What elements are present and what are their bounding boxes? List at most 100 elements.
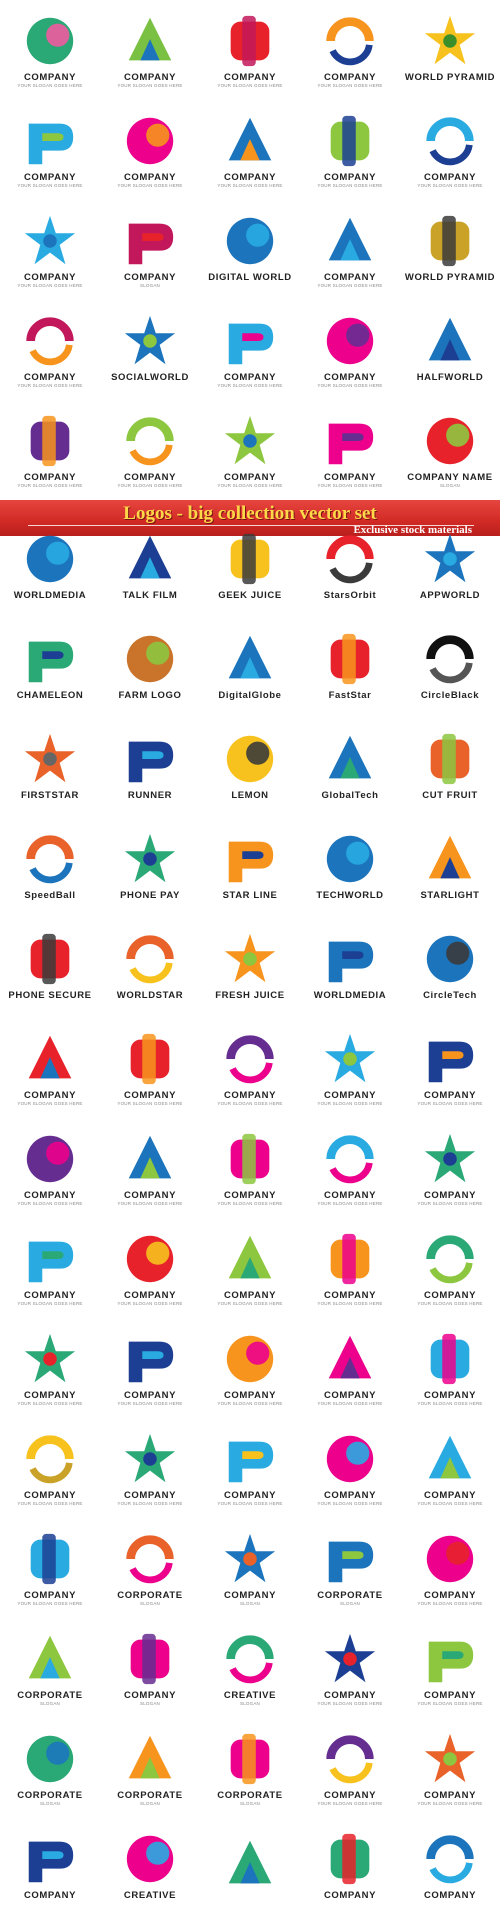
recycle-cross-icon <box>124 1433 176 1482</box>
logo-tile: FIRSTSTAR <box>0 718 100 818</box>
logo-tile: STAR LINE <box>200 818 300 918</box>
logo-caption: WORLDSTAR <box>116 989 184 1001</box>
logo-caption: STARLIGHT <box>420 889 480 901</box>
family-heart-icon <box>130 1633 170 1684</box>
logo-tile: TECHWORLD <box>300 818 400 918</box>
logo-caption: COMPANY <box>23 1889 77 1901</box>
logo-tile: APPWORLD <box>400 518 500 618</box>
flower-people-icon <box>230 1733 270 1784</box>
logo-caption: STAR LINE <box>222 889 278 901</box>
logo-caption: HALFWORLD <box>416 371 484 383</box>
global-tech-icon <box>328 735 372 779</box>
logo-slogan: SLOGAN <box>240 1801 260 1807</box>
world-pyramid-icon <box>424 15 476 64</box>
logo-caption: WORLDMEDIA <box>13 589 87 601</box>
logo-caption: COMPANY <box>123 1489 177 1501</box>
pulse-cross-icon <box>228 1235 272 1279</box>
heart-person-icon <box>126 1835 174 1882</box>
star-line-icon <box>228 841 274 882</box>
logo-slogan: YOUR SLOGAN GOES HERE <box>117 1401 183 1407</box>
logo-tile: SpeedBall <box>0 818 100 918</box>
logo-tile: PHONE SECURE <box>0 918 100 1018</box>
logo-caption: COMPANY <box>223 1089 277 1101</box>
logo-caption: APPWORLD <box>419 589 481 601</box>
pixel-splash-icon <box>28 123 74 164</box>
speed-c-icon <box>26 1135 74 1182</box>
logo-slogan: YOUR SLOGAN GOES HERE <box>17 1401 83 1407</box>
logo-tile: PHONE PAY <box>100 818 200 918</box>
logo-caption: COMPANY <box>123 1389 177 1401</box>
logo-caption: COMPANY <box>23 1189 77 1201</box>
logo-slogan: YOUR SLOGAN GOES HERE <box>117 1101 183 1107</box>
banner-title: Logos - big collection vector set <box>123 503 377 524</box>
logo-slogan: YOUR SLOGAN GOES HERE <box>117 1301 183 1307</box>
logo-slogan: YOUR SLOGAN GOES HERE <box>17 283 83 289</box>
logo-caption: FRESH JUICE <box>215 989 285 1001</box>
letter-p-swoosh-icon <box>330 115 370 166</box>
logo-caption: PHONE SECURE <box>8 989 92 1001</box>
gold-pyramid-icon <box>430 215 470 266</box>
logo-caption: COMPANY <box>423 1789 477 1801</box>
logo-slogan: YOUR SLOGAN GOES HERE <box>417 183 483 189</box>
arrow-d-icon <box>326 17 374 66</box>
phone-pay-icon <box>124 833 176 882</box>
logo-caption: LEMON <box>231 789 269 801</box>
logo-caption: CircleTech <box>423 989 477 1001</box>
tech-globe-icon <box>326 835 374 882</box>
letter-v-icon <box>426 1235 474 1284</box>
logo-tile: CircleTech <box>400 918 500 1018</box>
starlight-icon <box>428 835 472 879</box>
logo-slogan: YOUR SLOGAN GOES HERE <box>217 383 283 389</box>
world-star-icon <box>126 935 174 984</box>
logo-tile: FastStar <box>300 618 400 718</box>
plus-outline-icon <box>30 1533 70 1584</box>
logo-caption: COMPANY <box>323 1189 377 1201</box>
logo-caption: COMPANY <box>23 271 77 283</box>
logo-slogan: YOUR SLOGAN GOES HERE <box>217 1101 283 1107</box>
logo-tile: WORLDMEDIA <box>300 918 400 1018</box>
logo-caption: COMPANY <box>23 171 77 183</box>
logo-slogan: YOUR SLOGAN GOES HERE <box>317 283 383 289</box>
logo-caption: COMPANY <box>223 171 277 183</box>
app-triangle-icon <box>424 533 476 582</box>
people-hands-icon <box>28 1841 74 1882</box>
logo-tile: FRESH JUICE <box>200 918 300 1018</box>
shield-swoosh-icon <box>228 117 272 161</box>
logo-caption: WORLD PYRAMID <box>404 271 496 283</box>
logo-caption: CUT FRUIT <box>422 789 478 801</box>
runner-cross-icon <box>128 1341 174 1382</box>
logo-tile: CircleBlack <box>400 618 500 718</box>
world-media-icon <box>328 941 374 982</box>
head-leaf-icon <box>26 17 74 64</box>
dotted-c-icon <box>326 1735 374 1784</box>
logo-tile: COMPANY <box>300 1818 400 1918</box>
logo-caption: COMPANY <box>323 371 377 383</box>
logo-slogan: YOUR SLOGAN GOES HERE <box>217 1301 283 1307</box>
logo-caption: COMPANY <box>23 1089 77 1101</box>
logo-slogan: YOUR SLOGAN GOES HERE <box>17 83 83 89</box>
logo-slogan: YOUR SLOGAN GOES HERE <box>417 1501 483 1507</box>
logo-caption: COMPANY <box>123 1289 177 1301</box>
stripe-p-icon <box>326 317 374 364</box>
colorful-brain-icon <box>330 1233 370 1284</box>
logo-slogan: YOUR SLOGAN GOES HERE <box>17 1601 83 1607</box>
logo-caption: COMPANY <box>323 1089 377 1101</box>
